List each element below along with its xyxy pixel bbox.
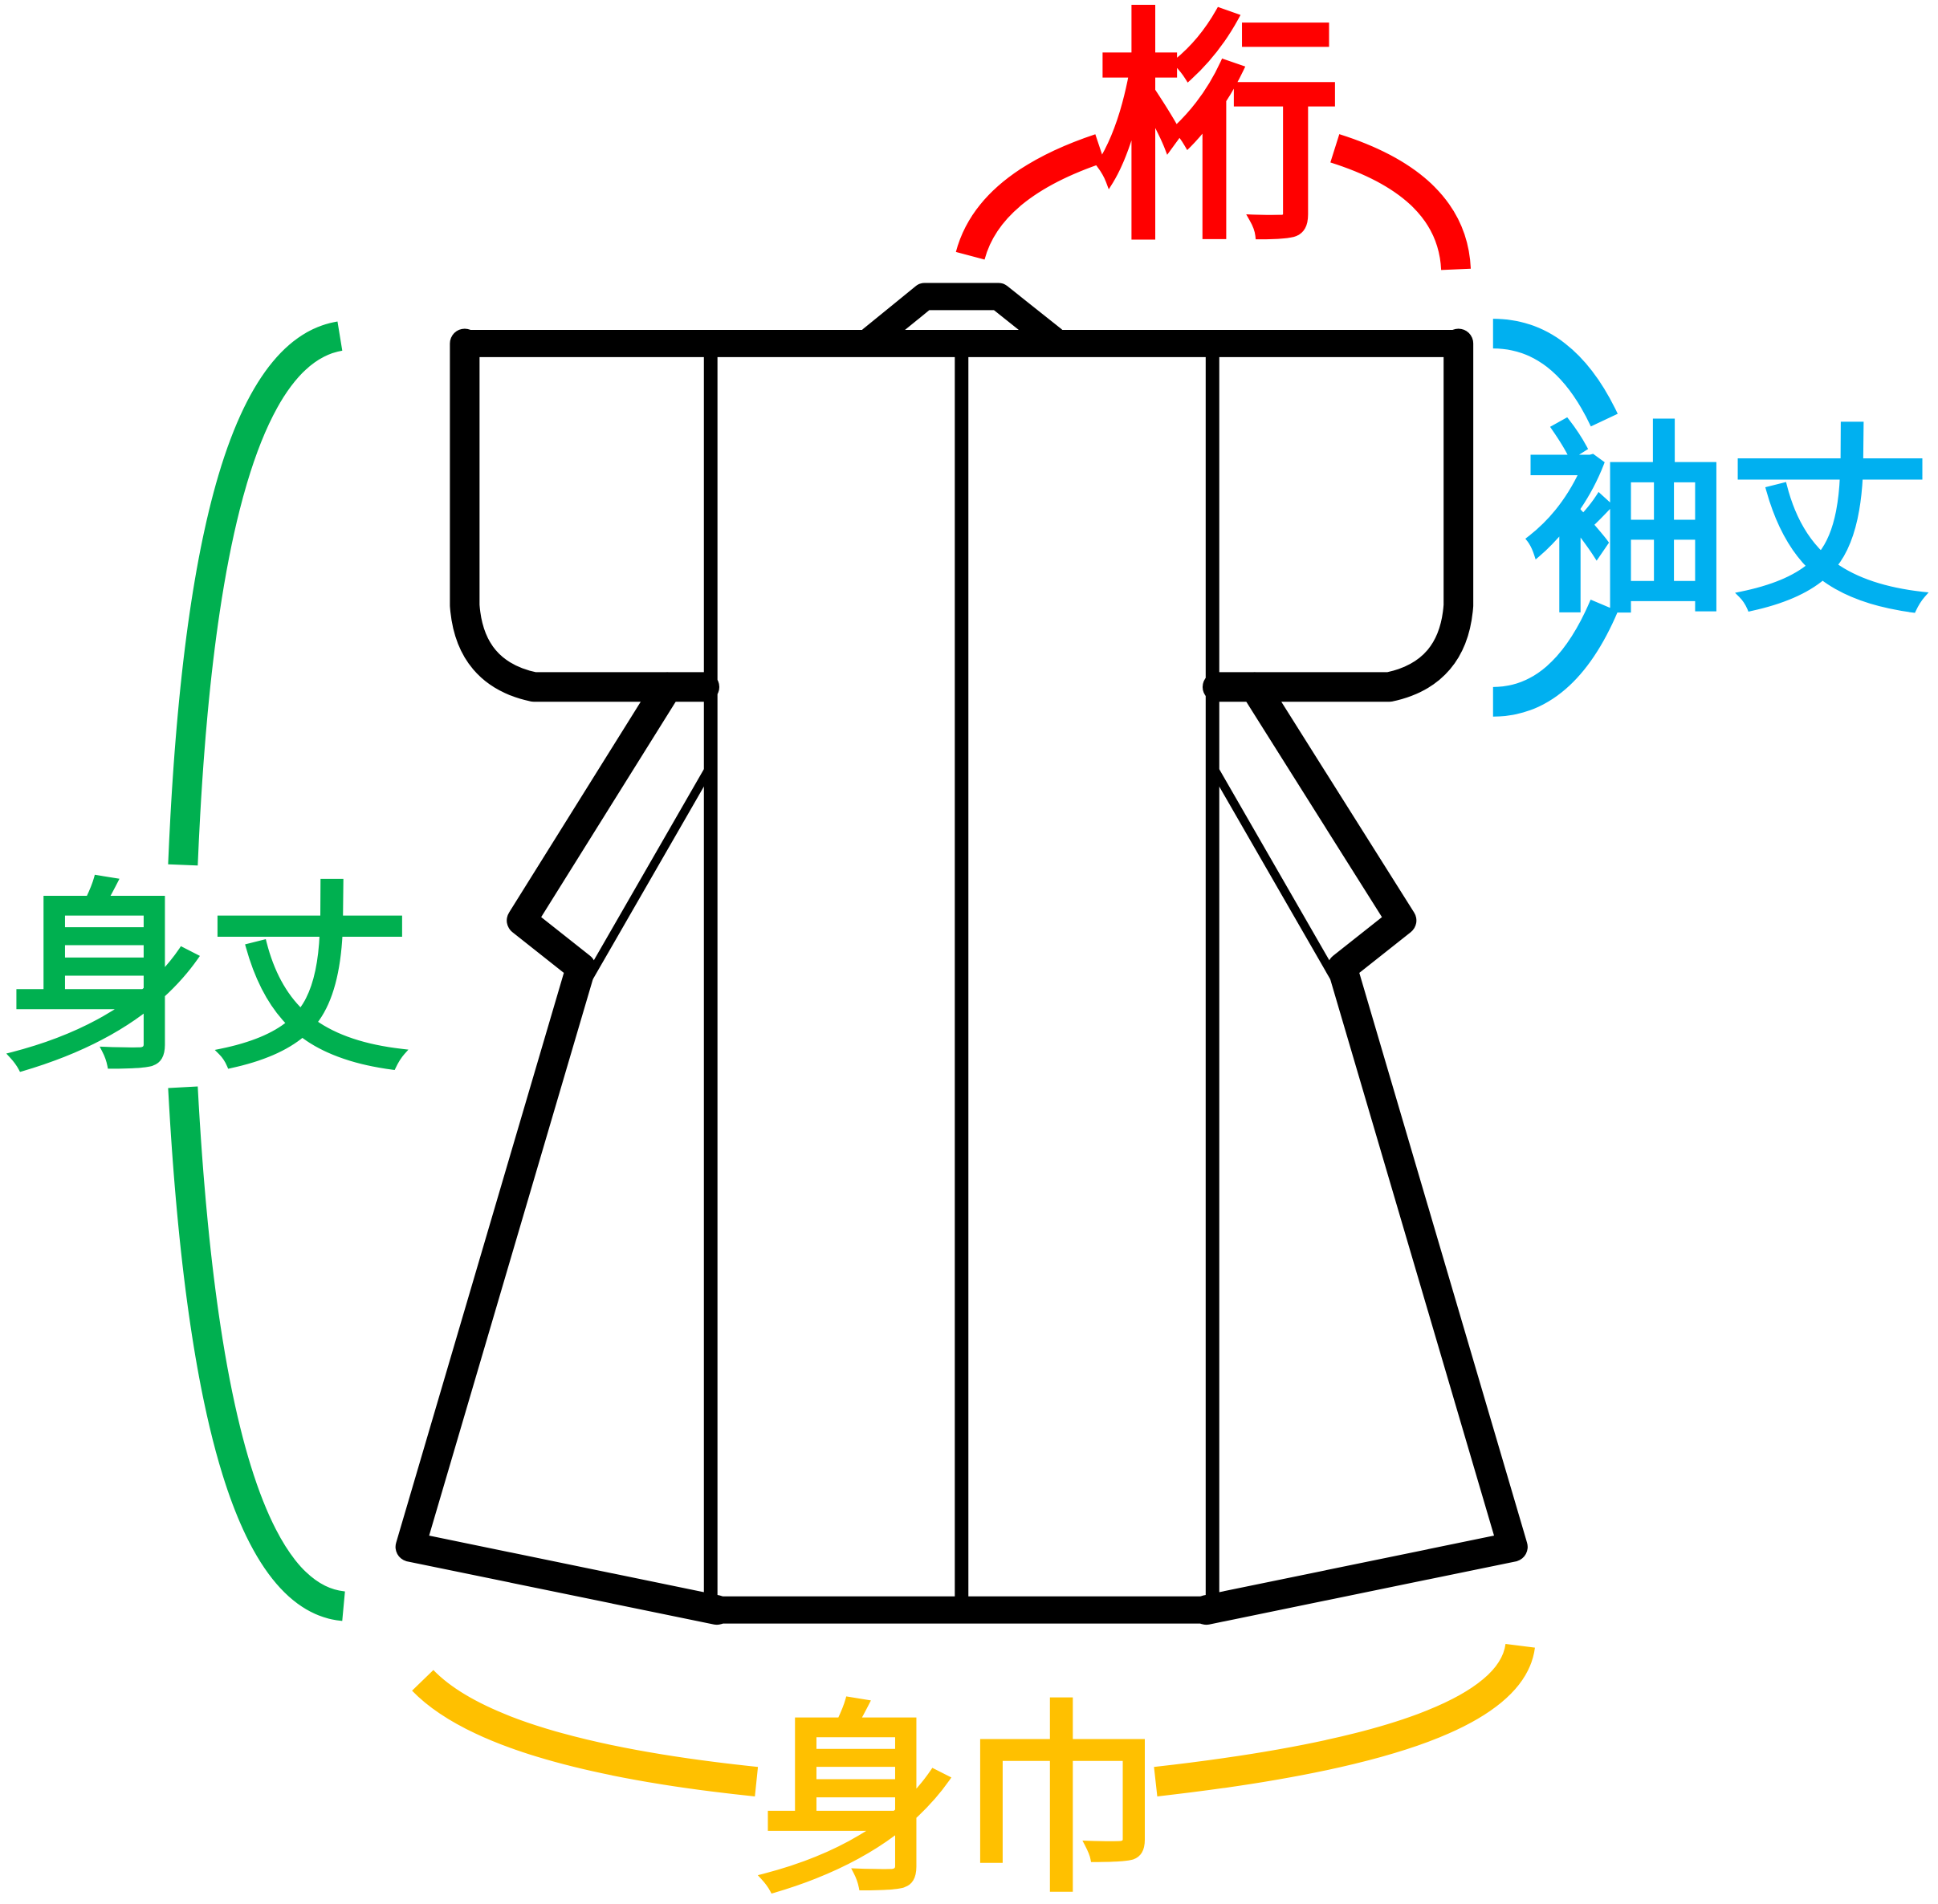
mitake-bracket-top bbox=[168, 321, 344, 866]
sodetake-bracket-bottom bbox=[1492, 599, 1618, 717]
sodetake-measurement bbox=[1492, 319, 1618, 717]
collar bbox=[857, 283, 1067, 354]
mihaba-bracket-right bbox=[1154, 1642, 1535, 1796]
yuki-bracket-left bbox=[955, 134, 1105, 260]
yuki-bracket-right bbox=[1330, 134, 1472, 271]
left-sleeve bbox=[450, 328, 720, 702]
yuki-measurement bbox=[955, 134, 1472, 271]
mitake-bracket-bottom bbox=[168, 1086, 346, 1621]
yuki-label: 桁 bbox=[1093, 0, 1341, 275]
left-body-side bbox=[395, 672, 732, 1625]
kimono-outline bbox=[395, 283, 1528, 1625]
right-okumi-line bbox=[1207, 761, 1340, 983]
mitake-label: 身丈 bbox=[4, 860, 412, 1098]
mihaba-label: 身巾 bbox=[755, 1682, 1163, 1904]
mihaba-bracket-left bbox=[412, 1670, 759, 1796]
sodetake-label: 袖丈 bbox=[1524, 404, 1932, 641]
left-okumi-line bbox=[584, 761, 715, 983]
right-sleeve bbox=[1202, 328, 1474, 702]
mihaba-measurement bbox=[412, 1642, 1535, 1796]
sodetake-bracket-top bbox=[1492, 319, 1618, 427]
mitake-measurement bbox=[168, 321, 346, 1621]
right-body-side bbox=[1191, 672, 1528, 1625]
